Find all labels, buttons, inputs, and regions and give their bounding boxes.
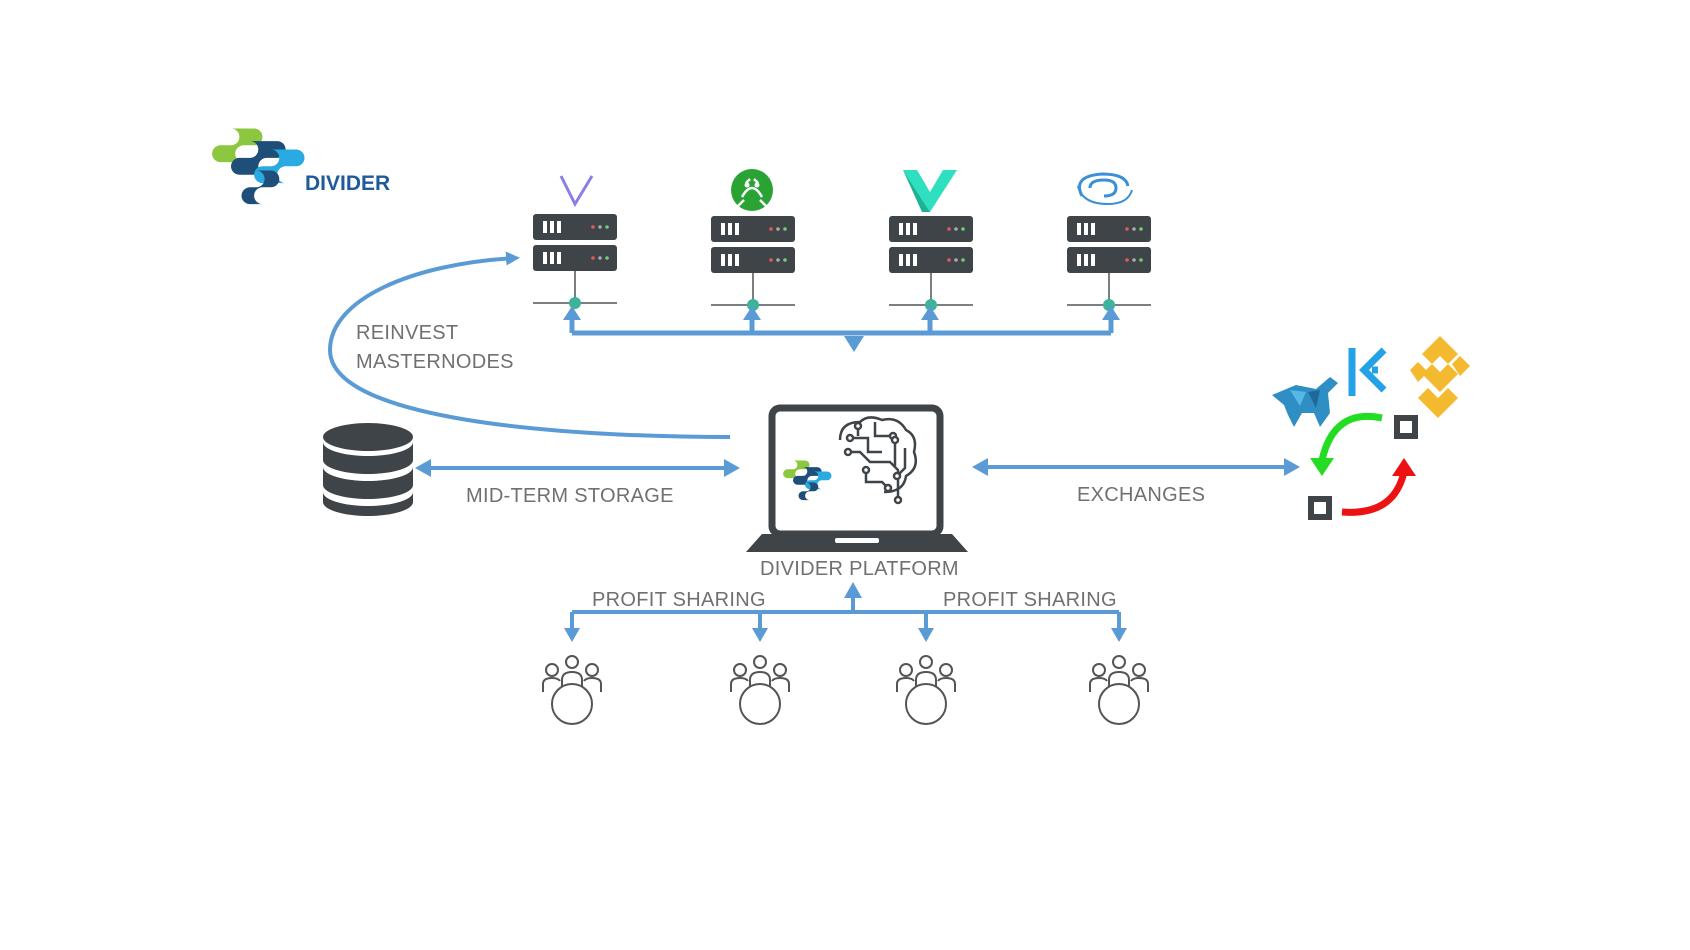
server-rack-icon [1066,215,1152,312]
swirl-coin-logo-icon [1077,172,1133,206]
masternode-1 [532,175,618,310]
people-group-icon [896,655,956,725]
shareholders-group-1 [542,655,602,725]
brand-name: DIVIDER [305,172,390,195]
v-coin-logo-icon [903,170,957,212]
vechain-logo-icon [559,175,594,208]
people-group-icon [542,655,602,725]
profit-sharing-label-right: PROFIT SHARING [943,589,1117,611]
laptop-icon [746,404,968,552]
server-rack-icon [710,215,796,312]
reinvest-arrow [327,251,731,439]
swap-cycle-icon [1308,412,1418,520]
circuit-brain-icon [838,416,917,505]
divider-logo: DIVIDER [212,128,390,205]
reinvest-label-2: MASTERNODES [356,351,514,373]
masternode-3 [888,170,974,312]
profit-sharing-bus [564,582,1127,642]
storage-label: MID-TERM STORAGE [466,485,674,507]
bull-exchange-logo-icon [1272,377,1338,427]
server-rack-icon [532,213,618,310]
reinvest-label-1: REINVEST [356,322,458,344]
masternode-4 [1066,172,1152,312]
frog-coin-logo-icon [731,169,773,211]
people-group-icon [730,655,790,725]
masternode-bus-arrowheads [563,306,1120,352]
masternode-2 [710,169,796,312]
shareholders-group-3 [896,655,956,725]
storage-arrow [415,459,740,477]
people-group-icon [1089,655,1149,725]
server-rack-icon [888,215,974,312]
platform-label: DIVIDER PLATFORM [760,558,959,580]
platform-logo-icon [783,460,832,501]
kucoin-logo-icon [1348,347,1387,396]
profit-sharing-label-left: PROFIT SHARING [592,589,766,611]
masternode-bus [569,318,1114,336]
binance-logo-icon [1410,336,1470,418]
database-icon [323,423,413,516]
shareholders-group-4 [1089,655,1149,725]
exchanges-arrow [972,458,1300,476]
exchanges-label: EXCHANGES [1077,484,1205,506]
shareholders-group-2 [730,655,790,725]
